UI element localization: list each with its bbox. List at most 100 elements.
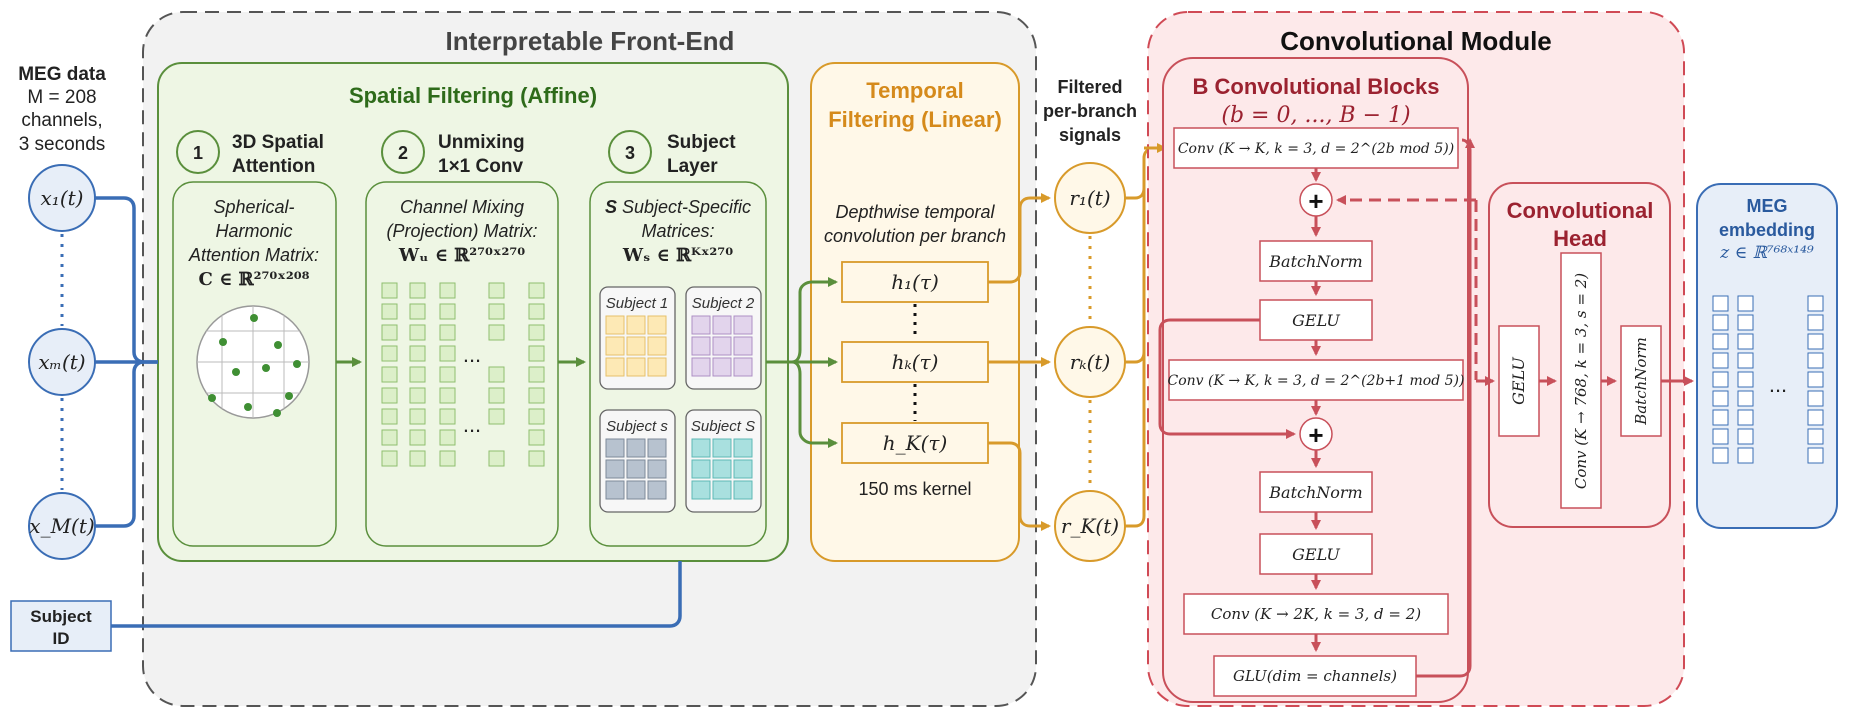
embedding-cell (1737, 295, 1754, 312)
subject-matrix-cell (691, 315, 711, 335)
matrix-cell (528, 345, 545, 362)
conv2-label: Conv (K → K, k = 3, d = 2^(2b+1 mod 5)) (1168, 373, 1465, 389)
meg-embedding-box (1696, 183, 1838, 529)
matrix-cell (439, 303, 456, 320)
step-2-number: 2 (398, 143, 408, 163)
sensor-sphere-icon (196, 305, 310, 419)
step-3-title-line1: Subject (667, 132, 736, 153)
matrix-cell (409, 408, 426, 425)
subject-s-label: Subject s (606, 418, 668, 435)
arrow-branch-h1 (791, 277, 838, 364)
batchnorm-1-box (1259, 240, 1373, 282)
subject-matrix-cell (626, 336, 646, 356)
subject-matrix-cell (626, 459, 646, 479)
embedding-title-1: MEG (1746, 196, 1787, 216)
embedding-cell (1807, 371, 1824, 388)
arrow-subject-id-to-layer (111, 561, 682, 628)
signal-rk-label: rₖ(t) (1070, 350, 1111, 374)
subject-layer-desc-2: Matrices: (641, 221, 714, 241)
subject-matrix-cell (605, 315, 625, 335)
arrow-rk-to-conv (1125, 158, 1146, 364)
embedding-cell (1807, 333, 1824, 350)
embedding-title-2: embedding (1719, 220, 1815, 240)
embedding-cell (1712, 314, 1729, 331)
subject-layer-desc-1: S Subject-Specific (605, 197, 751, 217)
embedding-grid (1712, 295, 1824, 464)
conv3-label: Conv (K → 2K, k = 3, d = 2) (1211, 605, 1421, 623)
subject-matrix-cell (712, 336, 732, 356)
unmixing-matrix-grid (381, 282, 545, 467)
unmixing-desc-2: (Projection) Matrix: (386, 221, 537, 241)
temporal-desc-2: convolution per branch (824, 226, 1006, 246)
matrix-cell (381, 345, 398, 362)
gelu-1-box (1259, 299, 1373, 341)
subject-1-label: Subject 1 (606, 295, 669, 312)
matrix-cell (409, 450, 426, 467)
subject-matrix-cell (647, 357, 667, 377)
subject-matrix-cell (647, 480, 667, 500)
step-1-number: 1 (193, 143, 203, 163)
embedding-math: z ∈ ℝ⁷⁶⁸ˣ¹⁴⁹ (1719, 243, 1814, 263)
matrix-cell (381, 303, 398, 320)
subject-id-line1: Subject (30, 607, 92, 626)
head-gelu-label: GELU (1509, 357, 1528, 405)
filter-h1-label: h₁(τ) (891, 270, 939, 294)
step-2-badge (381, 130, 425, 174)
matrix-cell (488, 408, 505, 425)
embedding-cell (1737, 390, 1754, 407)
matrix-cell (409, 366, 426, 383)
embedding-cell (1737, 447, 1754, 464)
step-1-title-line2: Attention (232, 156, 315, 177)
spatial-attention-desc-1: Spherical- (213, 197, 294, 217)
embedding-cell (1712, 352, 1729, 369)
matrix-cell (409, 429, 426, 446)
matrix-cell (528, 366, 545, 383)
signal-r1-label: r₁(t) (1069, 186, 1110, 210)
subject-matrix-cell (647, 315, 667, 335)
matrix-cell (488, 450, 505, 467)
head-conv-box (1560, 252, 1602, 509)
subject-matrix-cell (712, 315, 732, 335)
arrow-branch-hK (791, 360, 838, 448)
subject-matrix-2: Subject 2 (685, 286, 762, 390)
matrix-cell (381, 324, 398, 341)
matrix-cell (528, 387, 545, 404)
front-end-title: Interpretable Front-End (446, 26, 735, 56)
subject-matrix-cell (712, 357, 732, 377)
subject-matrix-cell (733, 357, 753, 377)
signal-xM-label: x_M(t) (29, 514, 94, 538)
spatial-attention-math: C ∈ ℝ²⁷⁰ˣ²⁰⁸ (199, 269, 310, 290)
meg-data-line-2: channels, (21, 110, 102, 131)
head-conv-label: Conv (K → 768, k = 3, s = 2) (1572, 273, 1590, 489)
filter-hk-label: hₖ(τ) (892, 350, 939, 374)
embedding-cell (1807, 352, 1824, 369)
unmixing-ellipsis-top: ... (463, 342, 481, 367)
subject-matrix-cell (605, 357, 625, 377)
temporal-desc-1: Depthwise temporal (835, 202, 995, 222)
signal-rK-label: r_K(t) (1061, 514, 1119, 538)
skip-connection-2 (1158, 318, 1296, 439)
matrix-cell (528, 303, 545, 320)
embedding-cell (1712, 447, 1729, 464)
matrix-cell (488, 282, 505, 299)
subject-matrix-cell (626, 315, 646, 335)
conv-blocks-subtitle: (b = 0, ..., B − 1) (1221, 103, 1410, 128)
subject-matrix-S: Subject S (685, 409, 762, 513)
gelu-2-label: GELU (1292, 545, 1340, 564)
matrix-cell (409, 303, 426, 320)
conv-blocks-title: B Convolutional Blocks (1193, 74, 1440, 99)
matrix-cell (381, 366, 398, 383)
matrix-cell (381, 429, 398, 446)
step-1-title-line1: 3D Spatial (232, 132, 324, 153)
step-3-number: 3 (625, 143, 635, 163)
subject-matrix-cell (626, 357, 646, 377)
arrow-rK-to-conv (1125, 352, 1146, 528)
unmixing-ellipsis-bottom: ... (463, 412, 481, 437)
embedding-cell (1807, 409, 1824, 426)
arrow-hK-to-rK (988, 441, 1051, 531)
subject-matrix-cell (626, 480, 646, 500)
subject-matrix-cell (733, 336, 753, 356)
matrix-cell (381, 387, 398, 404)
matrix-cell (439, 282, 456, 299)
filtered-title-1: Filtered (1057, 77, 1122, 97)
